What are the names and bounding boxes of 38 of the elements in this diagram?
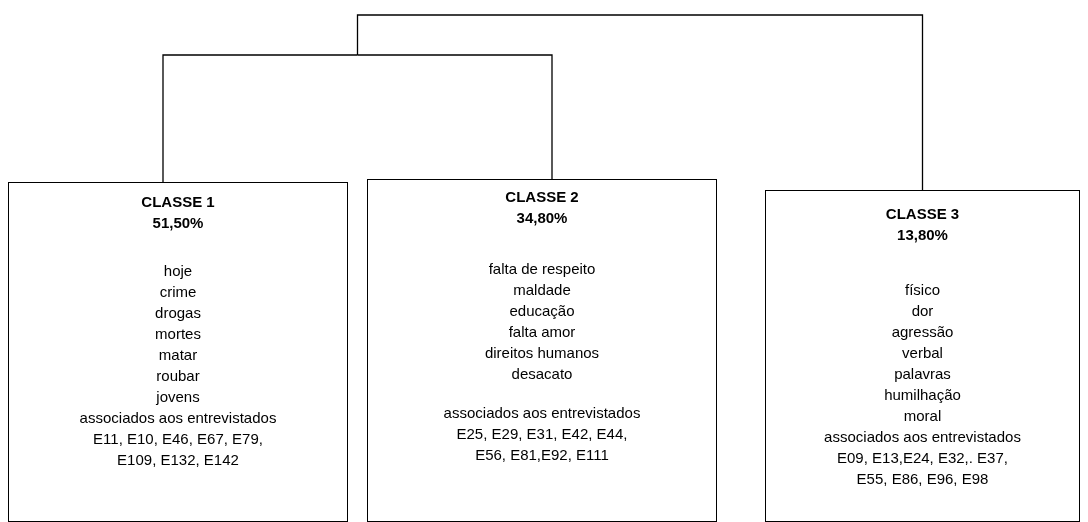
word-item: jovens [156, 387, 200, 407]
note-text: associados aos entrevistados [824, 427, 1021, 447]
word-item: falta amor [508, 322, 576, 342]
word-item: maldade [513, 280, 571, 300]
word-item: drogas [155, 303, 201, 323]
word-item: agressão [891, 322, 954, 342]
tree-connector [356, 14, 924, 191]
word-item: mortes [155, 324, 201, 344]
word-item: matar [158, 345, 198, 365]
class-box [8, 182, 348, 522]
word-item: educação [509, 301, 575, 321]
class-title: CLASSE 1 [141, 192, 215, 212]
interviewee-list: E25, E29, E31, E42, E44, E56, E81,E92, E111 [442, 423, 642, 465]
word-item: humilhação [884, 385, 961, 405]
word-item: crime [159, 282, 197, 302]
tree-connector [162, 54, 359, 183]
word-item: dor [911, 301, 934, 321]
word-item: direitos humanos [484, 343, 600, 363]
class-title: CLASSE 3 [885, 204, 960, 224]
interviewee-list: E11, E10, E46, E67, E79, E109, E132, E142 [90, 428, 266, 470]
class-percentage: 13,80% [897, 225, 948, 245]
word-item: desacato [511, 364, 573, 384]
word-item: palavras [894, 364, 951, 384]
class-title: CLASSE 2 [505, 187, 579, 207]
note-text: associados aos entrevistados [443, 403, 641, 423]
class-box [765, 190, 1080, 522]
word-item: moral [903, 406, 942, 426]
word-item: hoje [163, 261, 193, 281]
word-item: roubar [156, 366, 200, 386]
tree-connector [356, 54, 553, 180]
word-item: falta de respeito [488, 259, 596, 279]
note-text: associados aos entrevistados [79, 408, 277, 428]
class-box [367, 179, 717, 522]
word-item: verbal [902, 343, 943, 363]
class-percentage: 34,80% [516, 208, 568, 228]
class-percentage: 51,50% [152, 213, 204, 233]
word-item: físico [905, 280, 940, 300]
interviewee-list: E09, E13,E24, E32,. E37, E55, E86, E96, E98 [829, 447, 1016, 489]
